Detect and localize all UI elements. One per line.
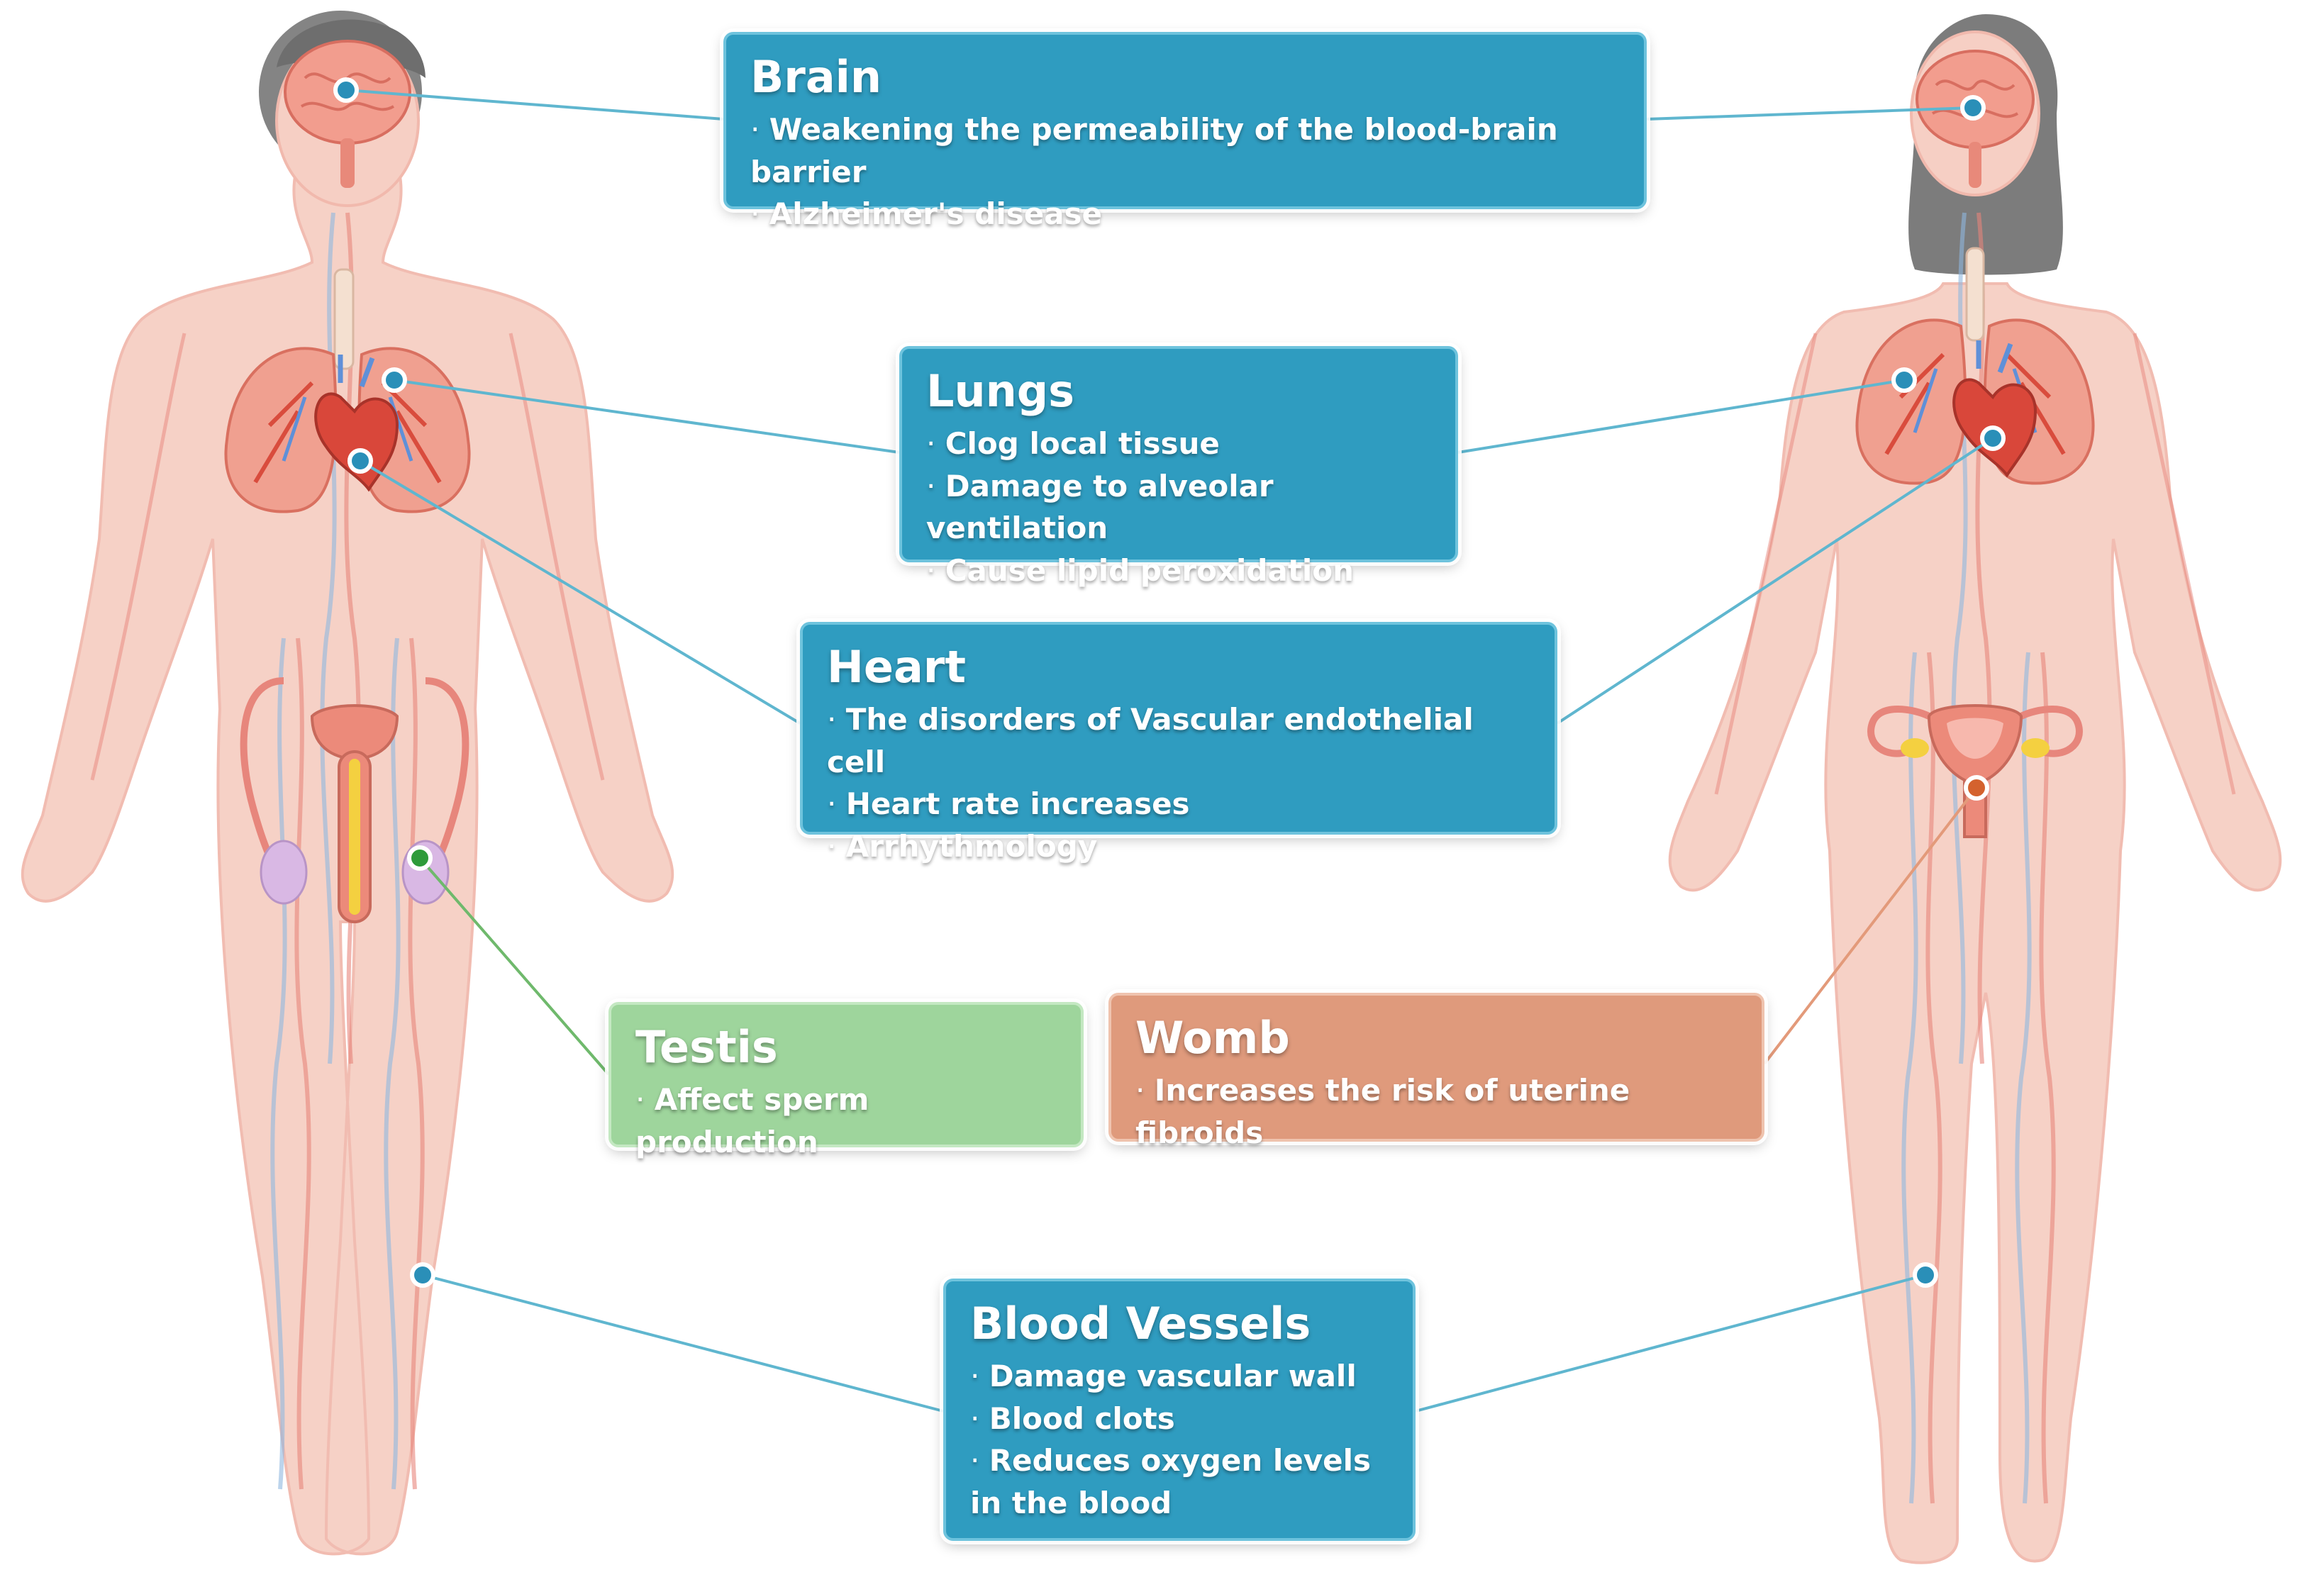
lungs-item: Cause lipid peroxidation <box>926 550 1431 592</box>
heart-item: Heart rate increases <box>827 783 1530 825</box>
testis-title: Testis <box>635 1021 778 1073</box>
womb-title: Womb <box>1135 1012 1290 1064</box>
uterus-icon <box>1867 704 2083 838</box>
heart-box: Heart The disorders of Vascular endothel… <box>800 622 1557 864</box>
blood-vessels-title: Blood Vessels <box>970 1298 1311 1349</box>
blood-vessels-item: Blood clots <box>970 1398 1389 1440</box>
heart-item: Arrhythmology <box>827 825 1530 868</box>
blood-vessels-item: Reduces oxygen levels in the blood <box>970 1440 1389 1524</box>
lungs-item: Clog local tissue <box>926 423 1431 465</box>
brain-box: Brain Weakening the permeability of the … <box>723 32 1647 231</box>
male-body-figure <box>21 11 674 1556</box>
womb-box: Womb Increases the risk of uterine fibro… <box>1108 993 1764 1150</box>
blood-vessels-box: Blood Vessels Damage vascular wall Blood… <box>943 1279 1416 1541</box>
connector-lines <box>345 89 1994 1413</box>
lungs-item: Damage to alveolar ventilation <box>926 465 1431 550</box>
heart-title: Heart <box>827 641 966 693</box>
brain-item: Weakening the permeability of the blood-… <box>750 108 1620 193</box>
brain-item: Alzheimer's disease <box>750 193 1620 235</box>
lungs-title: Lungs <box>926 365 1075 417</box>
blood-vessels-item: Damage vascular wall <box>970 1355 1389 1398</box>
testis-box: Testis Affect sperm production <box>608 1002 1084 1159</box>
female-body-figure <box>1668 14 2282 1564</box>
testis-item: Affect sperm production <box>635 1079 1057 1163</box>
male-reproductive-icon <box>240 677 469 923</box>
heart-item: The disorders of Vascular endothelial ce… <box>827 698 1530 783</box>
womb-item: Increases the risk of uterine fibroids <box>1135 1069 1738 1154</box>
heart-icon <box>314 355 399 492</box>
marker-dots <box>333 77 2006 1288</box>
lungs-box: Lungs Clog local tissue Damage to alveol… <box>899 346 1458 588</box>
brain-title: Brain <box>750 51 882 103</box>
